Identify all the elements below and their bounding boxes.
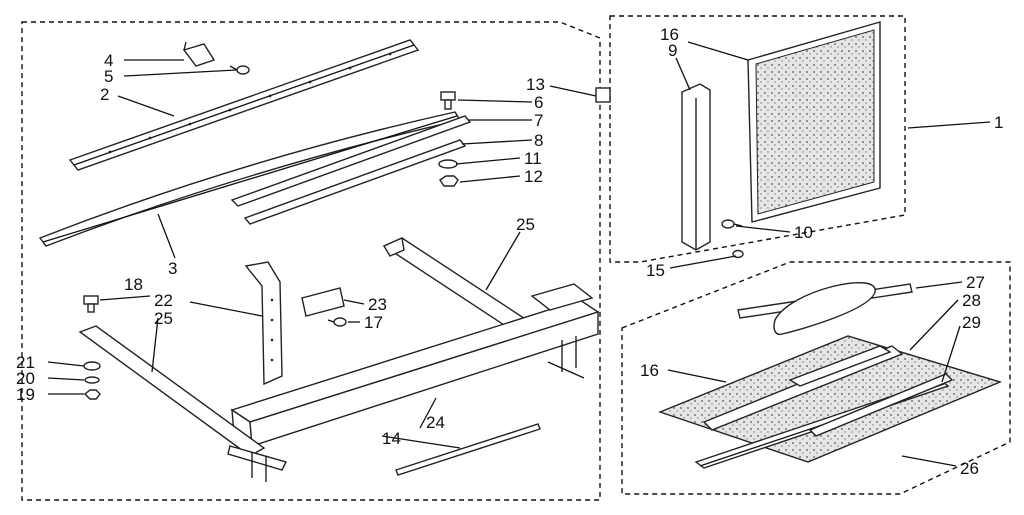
washer-part-20: [84, 376, 100, 384]
washer-part-11: [438, 159, 458, 169]
callout-18: 18: [124, 275, 143, 294]
callout-19: 19: [16, 385, 35, 404]
callout-23: 23: [368, 295, 387, 314]
callout-8: 8: [534, 131, 543, 150]
callout-21: 21: [16, 353, 35, 372]
strip-part-3: [38, 111, 462, 247]
insulation-kit-boundary: [621, 261, 1011, 495]
callout-10: 10: [794, 223, 813, 242]
callout-12: 12: [524, 167, 543, 186]
callout-17: 17: [364, 313, 383, 332]
channel-part-7: [230, 115, 472, 207]
callout-labels: 4 5 2 13 6 7 8 11 12 3 16 9 1 10 15 25 1…: [16, 25, 1003, 478]
screw-part-5: [229, 65, 250, 75]
callout-27: 27: [966, 273, 985, 292]
callout-3: 3: [168, 259, 177, 278]
bracket-part-4: [182, 41, 216, 67]
callout-25-left: 25: [154, 309, 173, 328]
nut-part-19: [83, 389, 101, 400]
callout-2: 2: [100, 85, 109, 104]
beam-part-24: [230, 283, 600, 448]
callout-1: 1: [994, 113, 1003, 132]
rail-part-2: [68, 39, 420, 171]
rod-part-14: [395, 423, 541, 476]
callout-29: 29: [962, 313, 981, 332]
leader-lines: [47, 41, 991, 467]
callout-4: 4: [104, 51, 113, 70]
post-part-9: [681, 83, 711, 251]
callout-11: 11: [524, 149, 542, 168]
gasket-part-27: [737, 281, 913, 336]
callout-9: 9: [668, 41, 677, 60]
channel-part-29: [808, 373, 954, 437]
panel-assembly-boundary: [609, 15, 906, 263]
plate-part-23: [301, 287, 345, 317]
bolt-part-18: [83, 295, 99, 313]
callout-6: 6: [534, 93, 543, 112]
callout-13: 13: [526, 75, 545, 94]
callout-22: 22: [154, 291, 173, 310]
callout-5: 5: [104, 67, 113, 86]
callout-16-upper: 16: [660, 25, 679, 44]
callout-24: 24: [426, 413, 445, 432]
panel-part-1: [747, 21, 881, 223]
callout-28: 28: [962, 291, 981, 310]
callout-16-lower: 16: [640, 361, 659, 380]
screw-part-17: [327, 317, 347, 327]
bolt-part-6: [440, 91, 456, 110]
callout-26: 26: [960, 459, 979, 478]
channel-part-8: [243, 139, 467, 225]
callout-20: 20: [16, 369, 35, 388]
callout-7: 7: [534, 111, 543, 130]
insulation-part-16: [657, 335, 1003, 463]
arm-part-25-left: [78, 325, 288, 482]
callout-14: 14: [382, 429, 401, 448]
callout-15: 15: [646, 261, 665, 280]
washer-part-21: [83, 361, 101, 371]
screw-part-10: [721, 219, 743, 229]
main-assembly-boundary: [21, 21, 601, 501]
callout-25-right: 25: [516, 215, 535, 234]
nut-part-12: [439, 175, 459, 187]
bracket-part-22: [244, 261, 283, 386]
clip-part-13: [595, 87, 611, 103]
